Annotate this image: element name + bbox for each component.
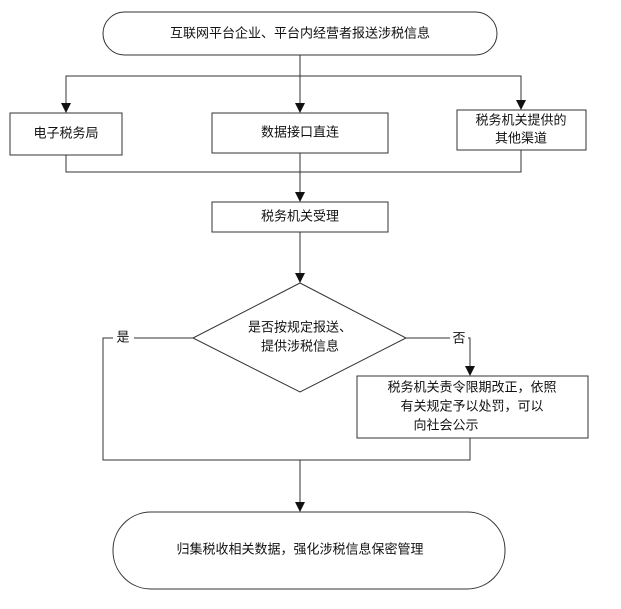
yes-label: 是 [116, 331, 129, 346]
no-path [406, 337, 470, 375]
no-label: 否 [452, 332, 465, 347]
decision-diamond: 是否按规定报送、 提供涉税信息 [191, 282, 408, 393]
channel-interface-text: 数据接口直连 [261, 125, 339, 141]
channel-other-text-1: 税务机关提供的 [475, 113, 566, 129]
penalty-text-1: 税务机关责令限期改正，依照 [387, 380, 556, 396]
channel-e-tax-box: 电子税务局 [9, 112, 123, 156]
channel-other-text-2: 其他渠道 [495, 132, 547, 147]
accept-box: 税务机关受理 [211, 201, 389, 233]
channel-e-tax-text: 电子税务局 [33, 126, 98, 142]
decision-text-2: 提供涉税信息 [261, 339, 339, 355]
end-text: 归集税收相关数据，强化涉税信息保密管理 [176, 542, 423, 558]
decision-text-1: 是否按规定报送、 [248, 321, 352, 336]
start-text: 互联网平台企业、平台内经营者报送涉税信息 [170, 26, 430, 42]
penalty-box: 税务机关责令限期改正，依照 有关规定予以处罚，可以 向社会公示 [356, 375, 589, 439]
start-terminal: 互联网平台企业、平台内经营者报送涉税信息 [102, 11, 498, 56]
accept-text: 税务机关受理 [261, 209, 339, 225]
channel-other-box: 税务机关提供的 其他渠道 [456, 109, 587, 151]
channel-interface-box: 数据接口直连 [211, 112, 389, 154]
branch-line [65, 75, 522, 112]
penalty-text-3: 向社会公示 [413, 418, 478, 434]
yes-path [102, 337, 471, 461]
penalty-text-2: 有关规定予以处罚，可以 [400, 400, 543, 415]
merge-line [65, 150, 522, 173]
end-terminal: 归集税收相关数据，强化涉税信息保密管理 [112, 511, 506, 590]
connectors [61, 55, 526, 512]
